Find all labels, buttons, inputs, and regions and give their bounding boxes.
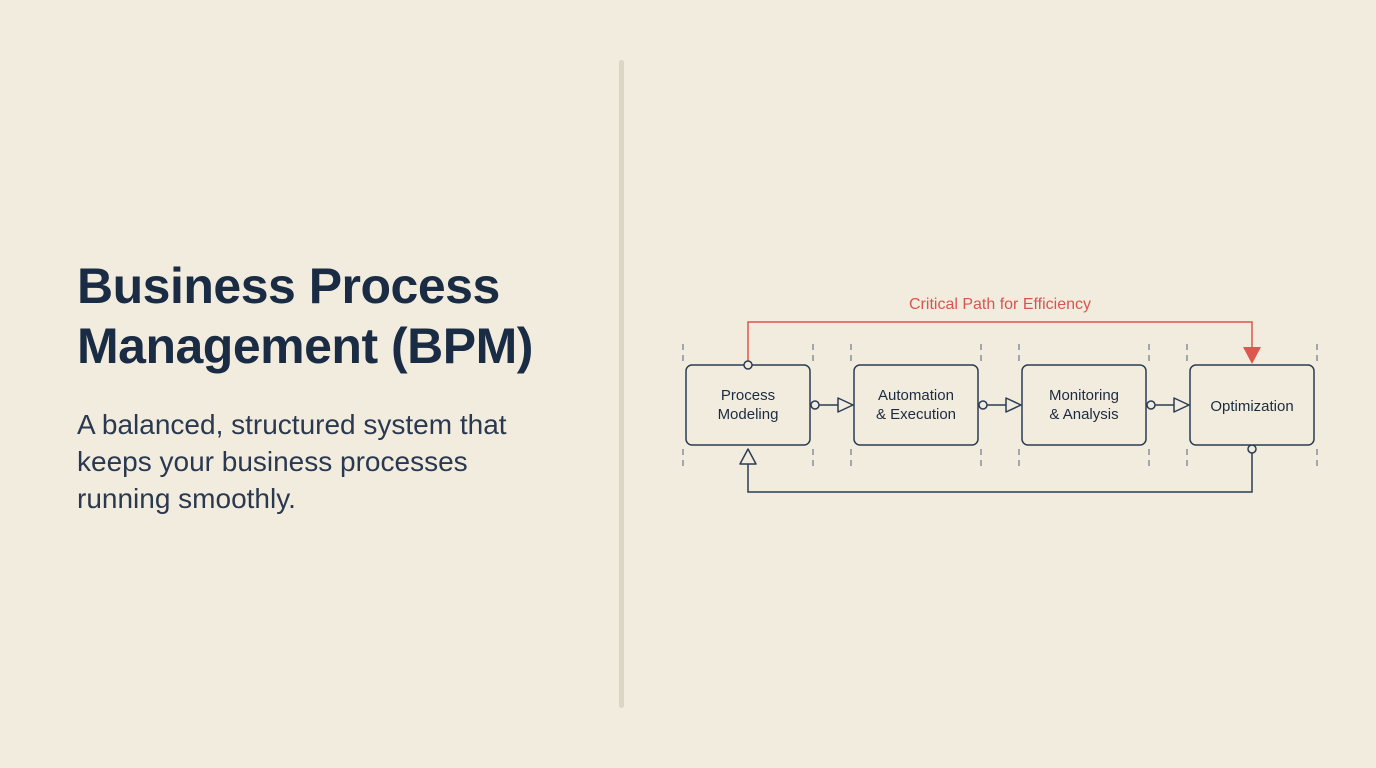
- critical-path-line: [747, 321, 1253, 361]
- node-box: [853, 364, 979, 446]
- feedback-loop-line: [747, 453, 1253, 493]
- node-automation-execution: Automation & Execution: [853, 364, 979, 446]
- node-box: [685, 364, 811, 446]
- node-label-line2: Modeling: [718, 406, 779, 423]
- node-optimization: Optimization: [1189, 364, 1315, 446]
- page-title: Business Process Management (BPM): [77, 258, 533, 374]
- left-panel: Business Process Management (BPM) A bala…: [77, 256, 597, 518]
- vertical-divider: [619, 60, 624, 708]
- connector-port-circle: [1146, 400, 1156, 410]
- node-box: [1189, 364, 1315, 446]
- node-label-line1: Process: [721, 387, 775, 404]
- page-subtitle: A balanced, structured system that keeps…: [77, 409, 507, 515]
- node-label-line1: Automation: [878, 387, 954, 404]
- critical-path-port-circle: [743, 360, 753, 370]
- critical-path-label: Critical Path for Efficiency: [909, 296, 1091, 313]
- flow-arrow-right-icon: [837, 397, 854, 413]
- bpm-flow-diagram: Critical Path for Efficiency Process: [682, 296, 1318, 493]
- node-label-line1: Monitoring: [1049, 387, 1119, 404]
- feedback-port-circle: [1247, 444, 1257, 454]
- node-process-modeling: Process Modeling: [685, 360, 811, 446]
- flow-connectors: [810, 397, 1190, 413]
- feedback-loop: [739, 444, 1257, 493]
- connector-port-circle: [810, 400, 820, 410]
- node-box: [1021, 364, 1147, 446]
- flow-arrow-right-icon: [1005, 397, 1022, 413]
- critical-path: Critical Path for Efficiency: [747, 296, 1261, 364]
- critical-path-arrow-icon: [1243, 347, 1261, 364]
- node-label-line2: & Execution: [876, 406, 956, 423]
- connector-port-circle: [978, 400, 988, 410]
- node-label-line1: Optimization: [1210, 398, 1293, 415]
- guide-dashes: [682, 344, 1318, 466]
- flow-arrow-right-icon: [1173, 397, 1190, 413]
- node-label-line2: & Analysis: [1049, 406, 1118, 423]
- feedback-arrow-up-icon: [739, 448, 757, 465]
- node-monitoring-analysis: Monitoring & Analysis: [1021, 364, 1147, 446]
